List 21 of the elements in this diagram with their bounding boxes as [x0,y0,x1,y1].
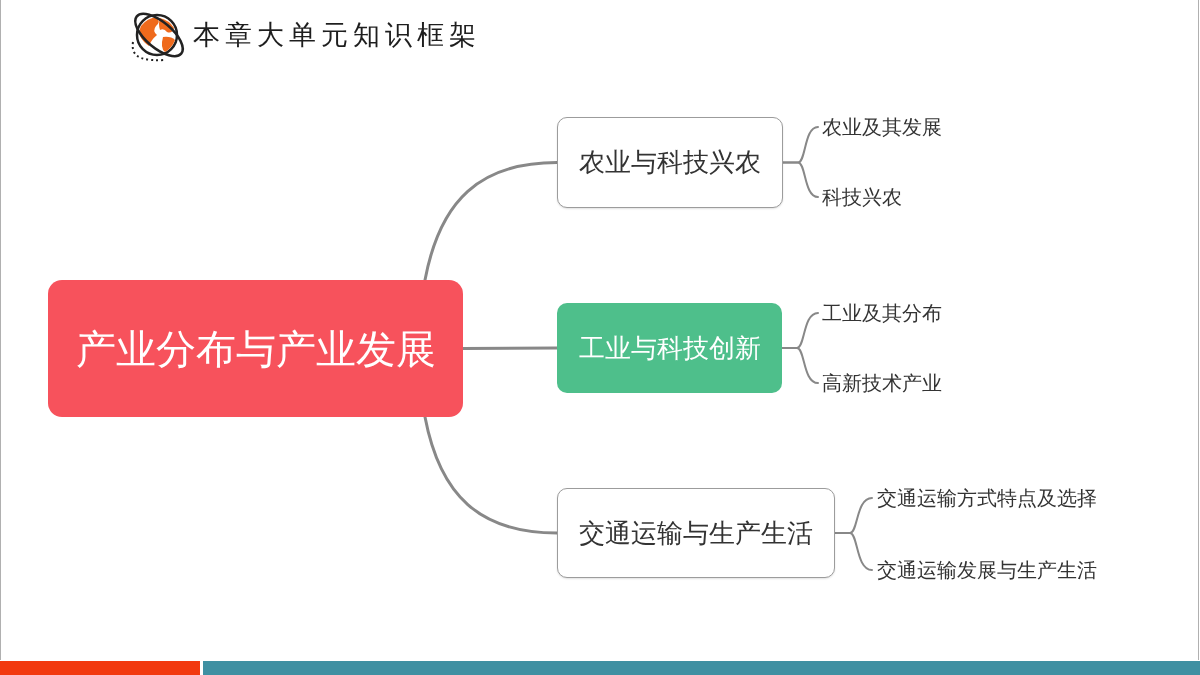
connector-line [423,415,559,535]
connector-line [782,161,819,198]
subtopic-label: 工业及其分布 [818,296,968,330]
topic-label: 农业与科技兴农 [579,146,761,179]
connector-line [834,532,873,571]
subtopic-label: 交通运输方式特点及选择 [872,481,1122,515]
central-topic-box [48,280,463,417]
subtopic-label: 高新技术产业 [818,366,968,400]
subtopic-label: 农业及其发展 [818,110,968,144]
topic-box [557,117,783,208]
subtopic-label: 交通运输发展与生产生活 [872,553,1122,587]
connector-line [423,161,559,282]
subtopic-label: 科技兴农 [818,180,968,214]
central-topic-label: 产业分布与产业发展 [75,324,436,374]
connector-line [461,346,559,350]
topic-label: 工业与科技创新 [578,331,761,365]
slide-title: 本章大单元知识框架 [193,18,481,52]
topic-label: 交通运输与生产生活 [579,516,813,550]
connector-line [781,347,819,384]
topic-box [557,303,782,393]
topic-box [557,488,835,578]
